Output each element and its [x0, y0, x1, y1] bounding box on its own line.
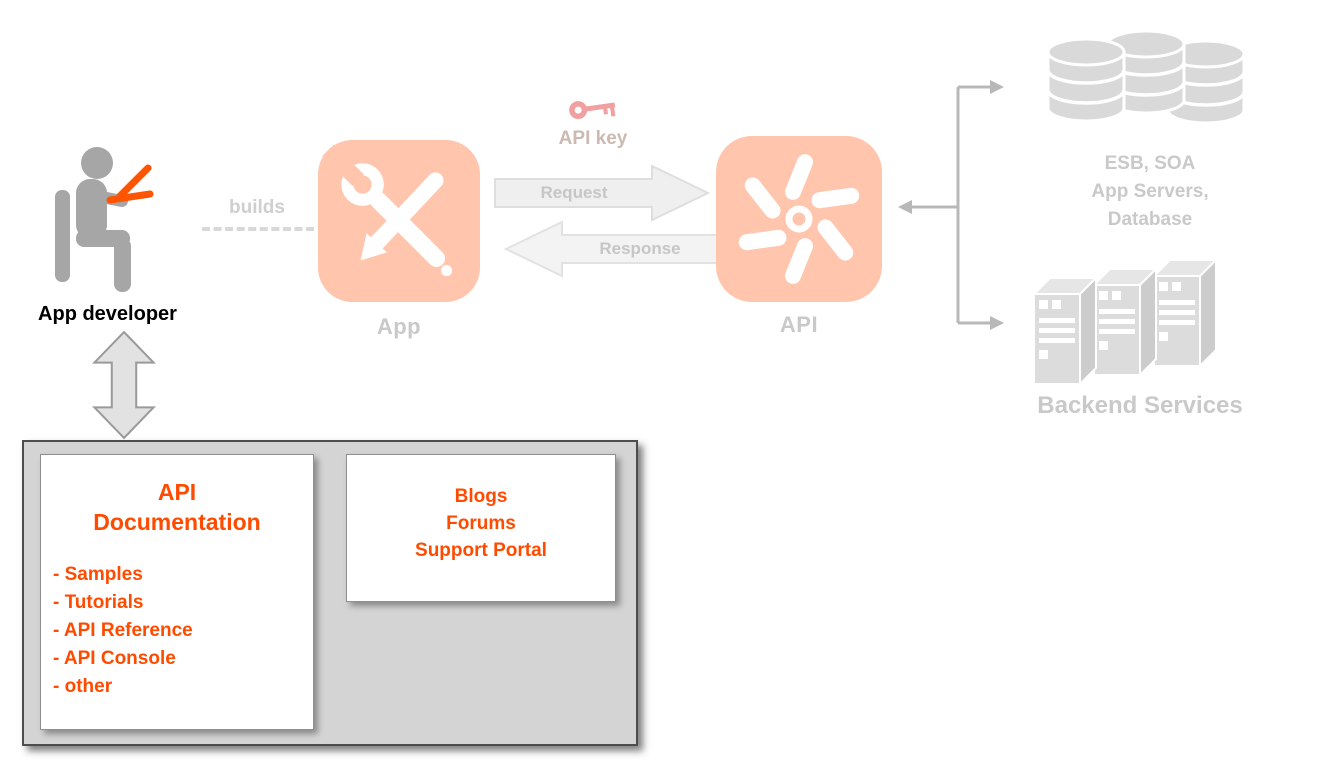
community-line-support-portal: Support Portal [415, 540, 547, 561]
doc-item-tutorials: - Tutorials [53, 592, 144, 613]
builds-label: builds [229, 197, 285, 218]
double-headed-arrow-icon [92, 330, 156, 440]
backend-connector-lines [898, 80, 1004, 330]
builds-dashed-connector [202, 227, 314, 231]
esb-line-1: ESB, SOA [1104, 153, 1196, 174]
community-card: Blogs Forums Support Portal [346, 454, 616, 602]
community-lines: Blogs Forums Support Portal [347, 455, 615, 564]
database-cylinders-icon [1046, 29, 1246, 125]
doc-item-samples: - Samples [53, 564, 143, 585]
api-key-label: API key [558, 128, 628, 149]
person-with-laptop-icon [55, 147, 154, 292]
api-documentation-card: API Documentation - Samples - Tutorials … [40, 454, 314, 730]
wrench-and-pencil-icon [318, 140, 480, 302]
community-line-forums: Forums [446, 513, 516, 534]
backend-services-label: Backend Services [1037, 392, 1243, 419]
api-documentation-items: - Samples - Tutorials - API Reference - … [53, 561, 313, 701]
api-documentation-title-line-1: API [157, 479, 197, 505]
request-label: Request [540, 183, 608, 202]
esb-soa-label: ESB, SOA App Servers, Database [1055, 150, 1245, 234]
key-icon [569, 101, 616, 120]
api-documentation-title: API Documentation [41, 455, 313, 537]
api-documentation-title-line-2: Documentation [93, 509, 261, 535]
app-developer-label: App developer [38, 303, 177, 325]
server-towers-icon [1032, 257, 1219, 387]
request-arrow [494, 164, 710, 222]
doc-item-api-console: - API Console [53, 648, 176, 669]
esb-line-3: Database [1107, 209, 1193, 230]
community-line-blogs: Blogs [454, 486, 508, 507]
pinwheel-gear-icon [716, 136, 882, 302]
api-label: API [779, 312, 819, 337]
developer-portal-panel: API Documentation - Samples - Tutorials … [22, 440, 638, 746]
doc-item-api-reference: - API Reference [53, 620, 193, 641]
response-label: Response [599, 239, 681, 258]
doc-item-other: - other [53, 676, 113, 697]
app-label: App [376, 314, 422, 339]
response-arrow [504, 220, 720, 278]
esb-line-2: App Servers, [1091, 181, 1209, 202]
